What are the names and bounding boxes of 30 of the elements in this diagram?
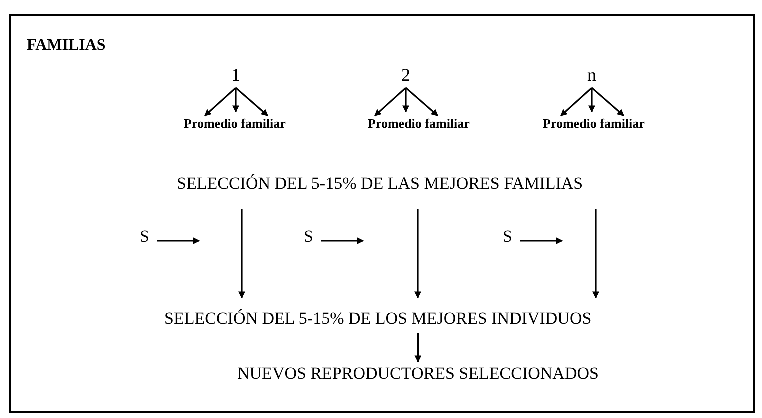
arrow <box>592 209 600 299</box>
caption-text: Promedio familiar <box>184 117 286 130</box>
caption-text: Promedio familiar <box>543 117 645 130</box>
arrow <box>204 87 237 117</box>
arrow <box>374 87 407 117</box>
arrow <box>157 238 200 244</box>
caption-text: Promedio familiar <box>368 117 470 130</box>
arrow <box>588 88 596 113</box>
arrow <box>560 87 593 117</box>
arrow <box>235 87 269 117</box>
label-text: 2 <box>402 66 410 84</box>
arrow <box>414 209 422 299</box>
label-text: S <box>503 228 512 245</box>
label-text: S <box>304 228 314 245</box>
arrow <box>405 87 439 117</box>
arrow <box>520 238 564 244</box>
step-text: NUEVOS REPRODUCTORES SELECCIONADOS <box>238 365 599 382</box>
step-text: SELECCIÓN DEL 5-15% DE LOS MEJORES INDIVIDUOS <box>164 310 592 327</box>
arrow <box>591 87 625 117</box>
frame-box <box>9 14 755 413</box>
heading-text: FAMILIAS <box>27 38 106 54</box>
arrow <box>232 88 240 113</box>
label-text: n <box>588 66 596 84</box>
step-text: SELECCIÓN DEL 5-15% DE LAS MEJORES FAMILIAS <box>177 175 584 192</box>
arrow <box>414 333 422 363</box>
arrow <box>321 238 364 244</box>
arrow <box>238 209 246 299</box>
label-text: 1 <box>232 66 240 84</box>
label-text: S <box>140 228 150 245</box>
arrow <box>402 88 410 113</box>
